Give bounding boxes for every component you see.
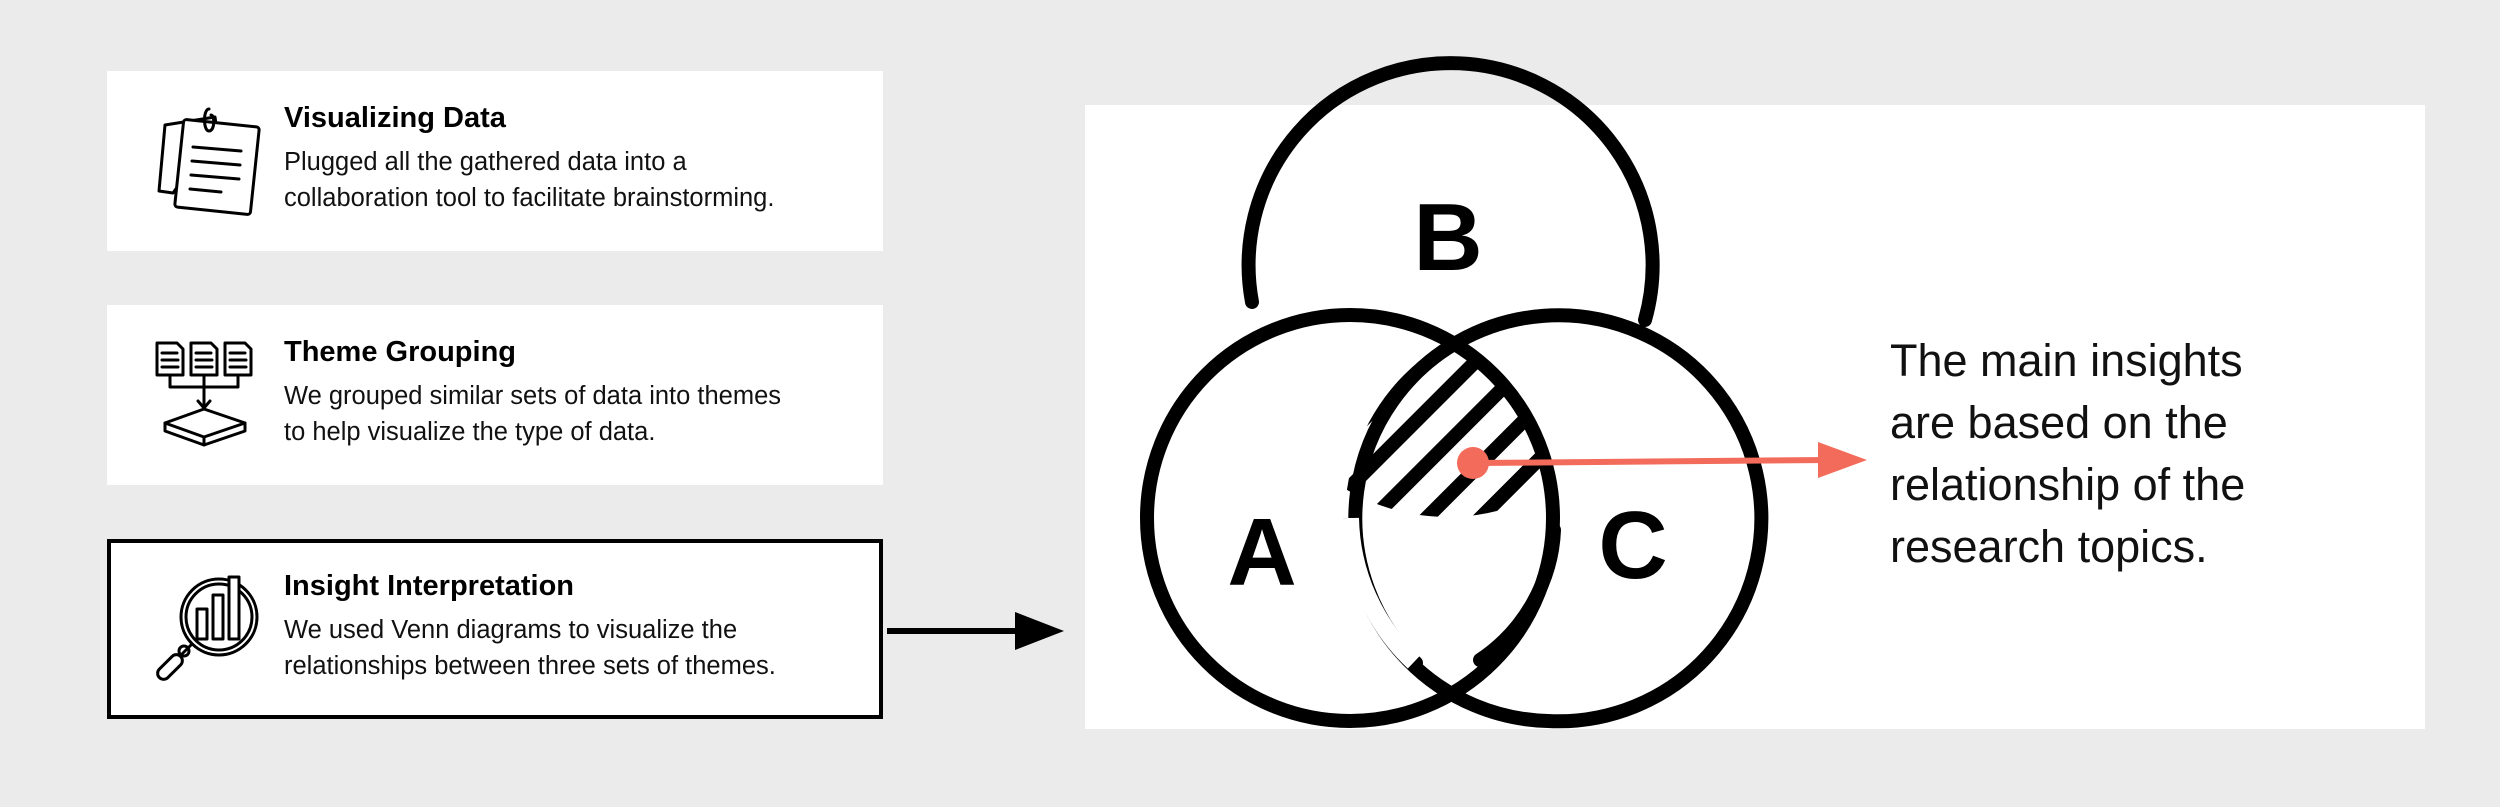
venn-circle-a (1140, 308, 1560, 728)
notes-icon (157, 107, 261, 216)
insight-pointer-arrow (1457, 442, 1867, 479)
step-card-insight-interpretation: Insight Interpretation We used Venn diag… (107, 539, 883, 719)
step-title: Visualizing Data (284, 102, 506, 134)
step-description: We grouped similar sets of data into the… (284, 381, 782, 446)
documents-grouping-icon (155, 341, 253, 447)
step-card-visualizing-data: Visualizing Data Plugged all the gathere… (107, 71, 883, 251)
step-title: Insight Interpretation (284, 570, 574, 602)
step-description: Plugged all the gathered data into a col… (284, 147, 775, 212)
magnifier-chart-icon (156, 575, 259, 681)
venn-intersection (1345, 315, 1553, 517)
insight-text: The main insights are based on the relat… (1890, 335, 2246, 572)
venn-label-a: A (1227, 499, 1296, 606)
venn-panel (1085, 105, 2425, 729)
step-card-theme-grouping: Theme Grouping We grouped similar sets o… (107, 305, 883, 485)
venn-circle-b (1241, 56, 1660, 327)
venn-label-b: B (1413, 184, 1482, 291)
step-title: Theme Grouping (284, 336, 516, 368)
step-description: We used Venn diagrams to visualize the r… (284, 615, 776, 680)
venn-label-c: C (1598, 492, 1667, 599)
